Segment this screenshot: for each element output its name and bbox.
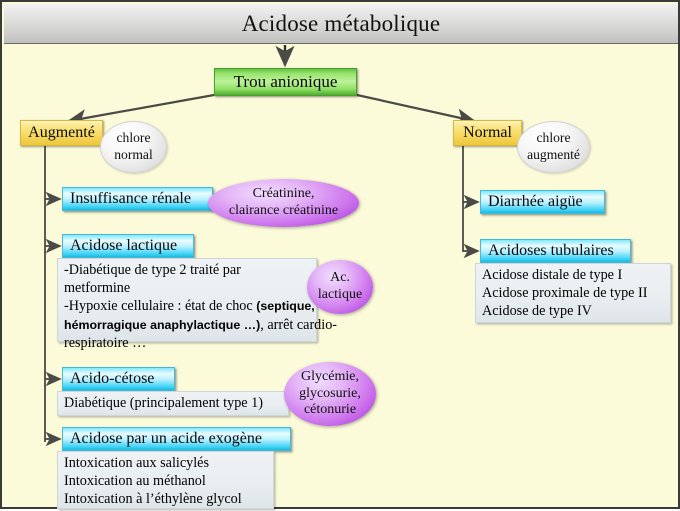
item-detail-acidose-acide-exogene: Intoxication aux salicylés Intoxication …	[57, 451, 274, 509]
bubble-glycemie-line1: Glycémie,	[301, 369, 359, 385]
root-node-label: Trou anionique	[233, 72, 338, 91]
bubble-creatinine-line1: Créatinine,	[252, 186, 315, 202]
item-heading-insuffisance-renale-text: Insuffisance rénale	[70, 190, 191, 207]
item-detail-acidoses-tubulaires: Acidose distale de type I Acidose proxim…	[475, 263, 671, 323]
marker-chlore-augmente-line2: augmenté	[527, 147, 580, 162]
detail-line: hémorragique anaphylactique …), arrêt ca…	[64, 316, 338, 333]
item-heading-acidoses-tubulaires-text: Acidoses tubulaires	[488, 242, 614, 259]
branch-label-augmente-text: Augmenté	[28, 124, 95, 141]
bubble-glycemie-line3: cétonurie	[303, 402, 357, 418]
detail-line: respiratoire …	[64, 334, 147, 351]
detail-line: Intoxication aux salicylés	[64, 455, 209, 471]
detail-line: Intoxication au méthanol	[64, 473, 206, 490]
marker-chlore-augmente-line1: chlore	[536, 130, 571, 146]
branch-label-normal[interactable]: Normal	[453, 120, 522, 146]
root-node-trou-anionique[interactable]: Trou anionique	[214, 68, 357, 96]
item-heading-acidose-lactique-text: Acidose lactique	[70, 237, 178, 254]
detail-line: Acidose de type IV	[482, 303, 592, 320]
bubble-glycemie-line2: glycosurie,	[299, 385, 361, 401]
bubble-ac-lactique-line1: Ac.	[330, 270, 350, 286]
detail-line: Acidose proximale de type II	[482, 285, 648, 302]
marker-chlore-augmente: chlore augmenté	[517, 121, 590, 173]
detail-line: metformine	[64, 280, 131, 297]
item-detail-acido-cetose: Diabétique (principalement type 1)	[57, 391, 289, 416]
item-heading-acidose-acide-exogene-text: Acidose par un acide exogène	[70, 430, 262, 447]
branch-label-augmente[interactable]: Augmenté	[20, 120, 103, 146]
detail-line: Diabétique (principalement type 1)	[64, 395, 263, 411]
item-heading-diarrhee-aigue-text: Diarrhée aigüe	[488, 193, 583, 210]
marker-chlore-normal-line2: normal	[114, 147, 153, 162]
branch-label-normal-text: Normal	[463, 124, 512, 141]
detail-line: Acidose distale de type I	[482, 267, 623, 283]
bubble-creatinine-line2: clairance créatinine	[228, 203, 339, 218]
marker-chlore-normal-line1: chlore	[116, 130, 151, 146]
detail-line: -Diabétique de type 2 traité par	[64, 262, 241, 278]
item-heading-insuffisance-renale[interactable]: Insuffisance rénale	[62, 187, 213, 211]
detail-line: Intoxication à l’éthylène glycol	[64, 491, 242, 508]
item-heading-acidose-acide-exogene[interactable]: Acidose par un acide exogène	[62, 427, 291, 451]
bubble-ac-lactique-line2: lactique	[317, 287, 363, 302]
bubble-ac-lactique: Ac. lactique	[307, 260, 373, 314]
item-detail-acidose-lactique: -Diabétique de type 2 traité par metform…	[57, 258, 338, 351]
item-heading-diarrhee-aigue[interactable]: Diarrhée aigüe	[480, 190, 605, 214]
diagram-title-bar: Acidose métabolique	[4, 4, 678, 44]
page-title: Acidose métabolique	[241, 10, 441, 36]
item-heading-acido-cetose-text: Acido-cétose	[70, 370, 155, 387]
item-heading-acidoses-tubulaires[interactable]: Acidoses tubulaires	[480, 239, 631, 263]
item-heading-acidose-lactique[interactable]: Acidose lactique	[62, 234, 194, 258]
bubble-creatinine: Créatinine, clairance créatinine	[208, 179, 359, 227]
bubble-glycemie: Glycémie, glycosurie, cétonurie	[284, 362, 376, 426]
detail-line: -Hypoxie cellulaire : état de choc (sept…	[64, 298, 315, 315]
item-heading-acido-cetose[interactable]: Acido-cétose	[62, 367, 175, 391]
marker-chlore-normal: chlore normal	[100, 121, 167, 173]
